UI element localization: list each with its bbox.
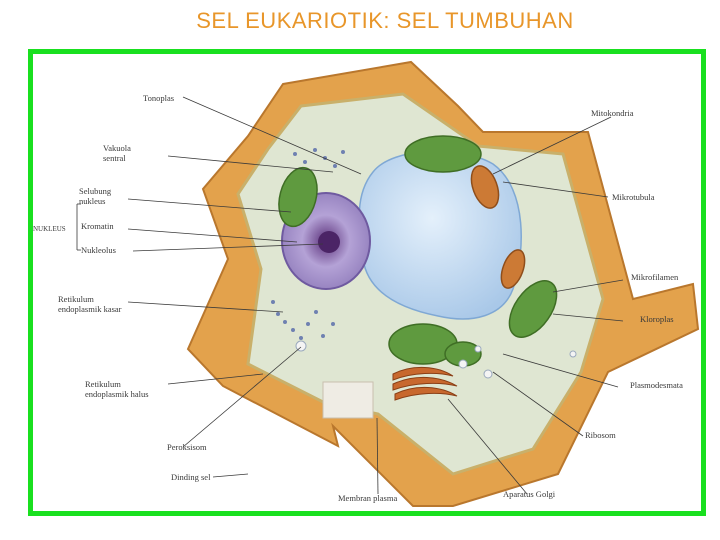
label-selubung-nukleus-2: nukleus xyxy=(79,196,105,206)
label-mitokondria: Mitokondria xyxy=(591,108,634,118)
label-aparatus-golgi: Aparatus Golgi xyxy=(503,489,556,499)
label-vakuola-sentral-2: sentral xyxy=(103,153,126,163)
label-membran-plasma: Membran plasma xyxy=(338,493,397,503)
label-vakuola-sentral-1: Vakuola xyxy=(103,143,131,153)
plant-cell-diagram: Tonoplas Vakuola sentral Selubung nukleu… xyxy=(33,54,701,511)
label-plasmodesmata: Plasmodesmata xyxy=(630,380,683,390)
label-kloroplas: Kloroplas xyxy=(640,314,674,324)
label-tonoplas: Tonoplas xyxy=(143,93,174,103)
label-retikulum-kasar-2: endoplasmik kasar xyxy=(58,304,122,314)
label-mikrotubula: Mikrotubula xyxy=(612,192,655,202)
diagram-frame: Tonoplas Vakuola sentral Selubung nukleu… xyxy=(28,49,706,516)
cell-wall-section xyxy=(323,382,373,418)
label-selubung-nukleus-1: Selubung xyxy=(79,186,112,196)
label-nukleolus: Nukleolus xyxy=(81,245,116,255)
label-mikrofilamen: Mikrofilamen xyxy=(631,272,679,282)
label-retikulum-halus-2: endoplasmik halus xyxy=(85,389,149,399)
label-peroksisom: Peroksisom xyxy=(167,442,207,452)
label-retikulum-halus-1: Retikulum xyxy=(85,379,121,389)
label-dinding-sel: Dinding sel xyxy=(171,472,211,482)
label-retikulum-kasar-1: Retikulum xyxy=(58,294,94,304)
page-title: SEL EUKARIOTIK: SEL TUMBUHAN xyxy=(0,8,720,34)
label-ribosom: Ribosom xyxy=(585,430,616,440)
label-nukleus: NUKLEUS xyxy=(33,225,66,233)
label-kromatin: Kromatin xyxy=(81,221,114,231)
central-vacuole xyxy=(359,151,521,319)
nucleolus xyxy=(318,231,340,253)
